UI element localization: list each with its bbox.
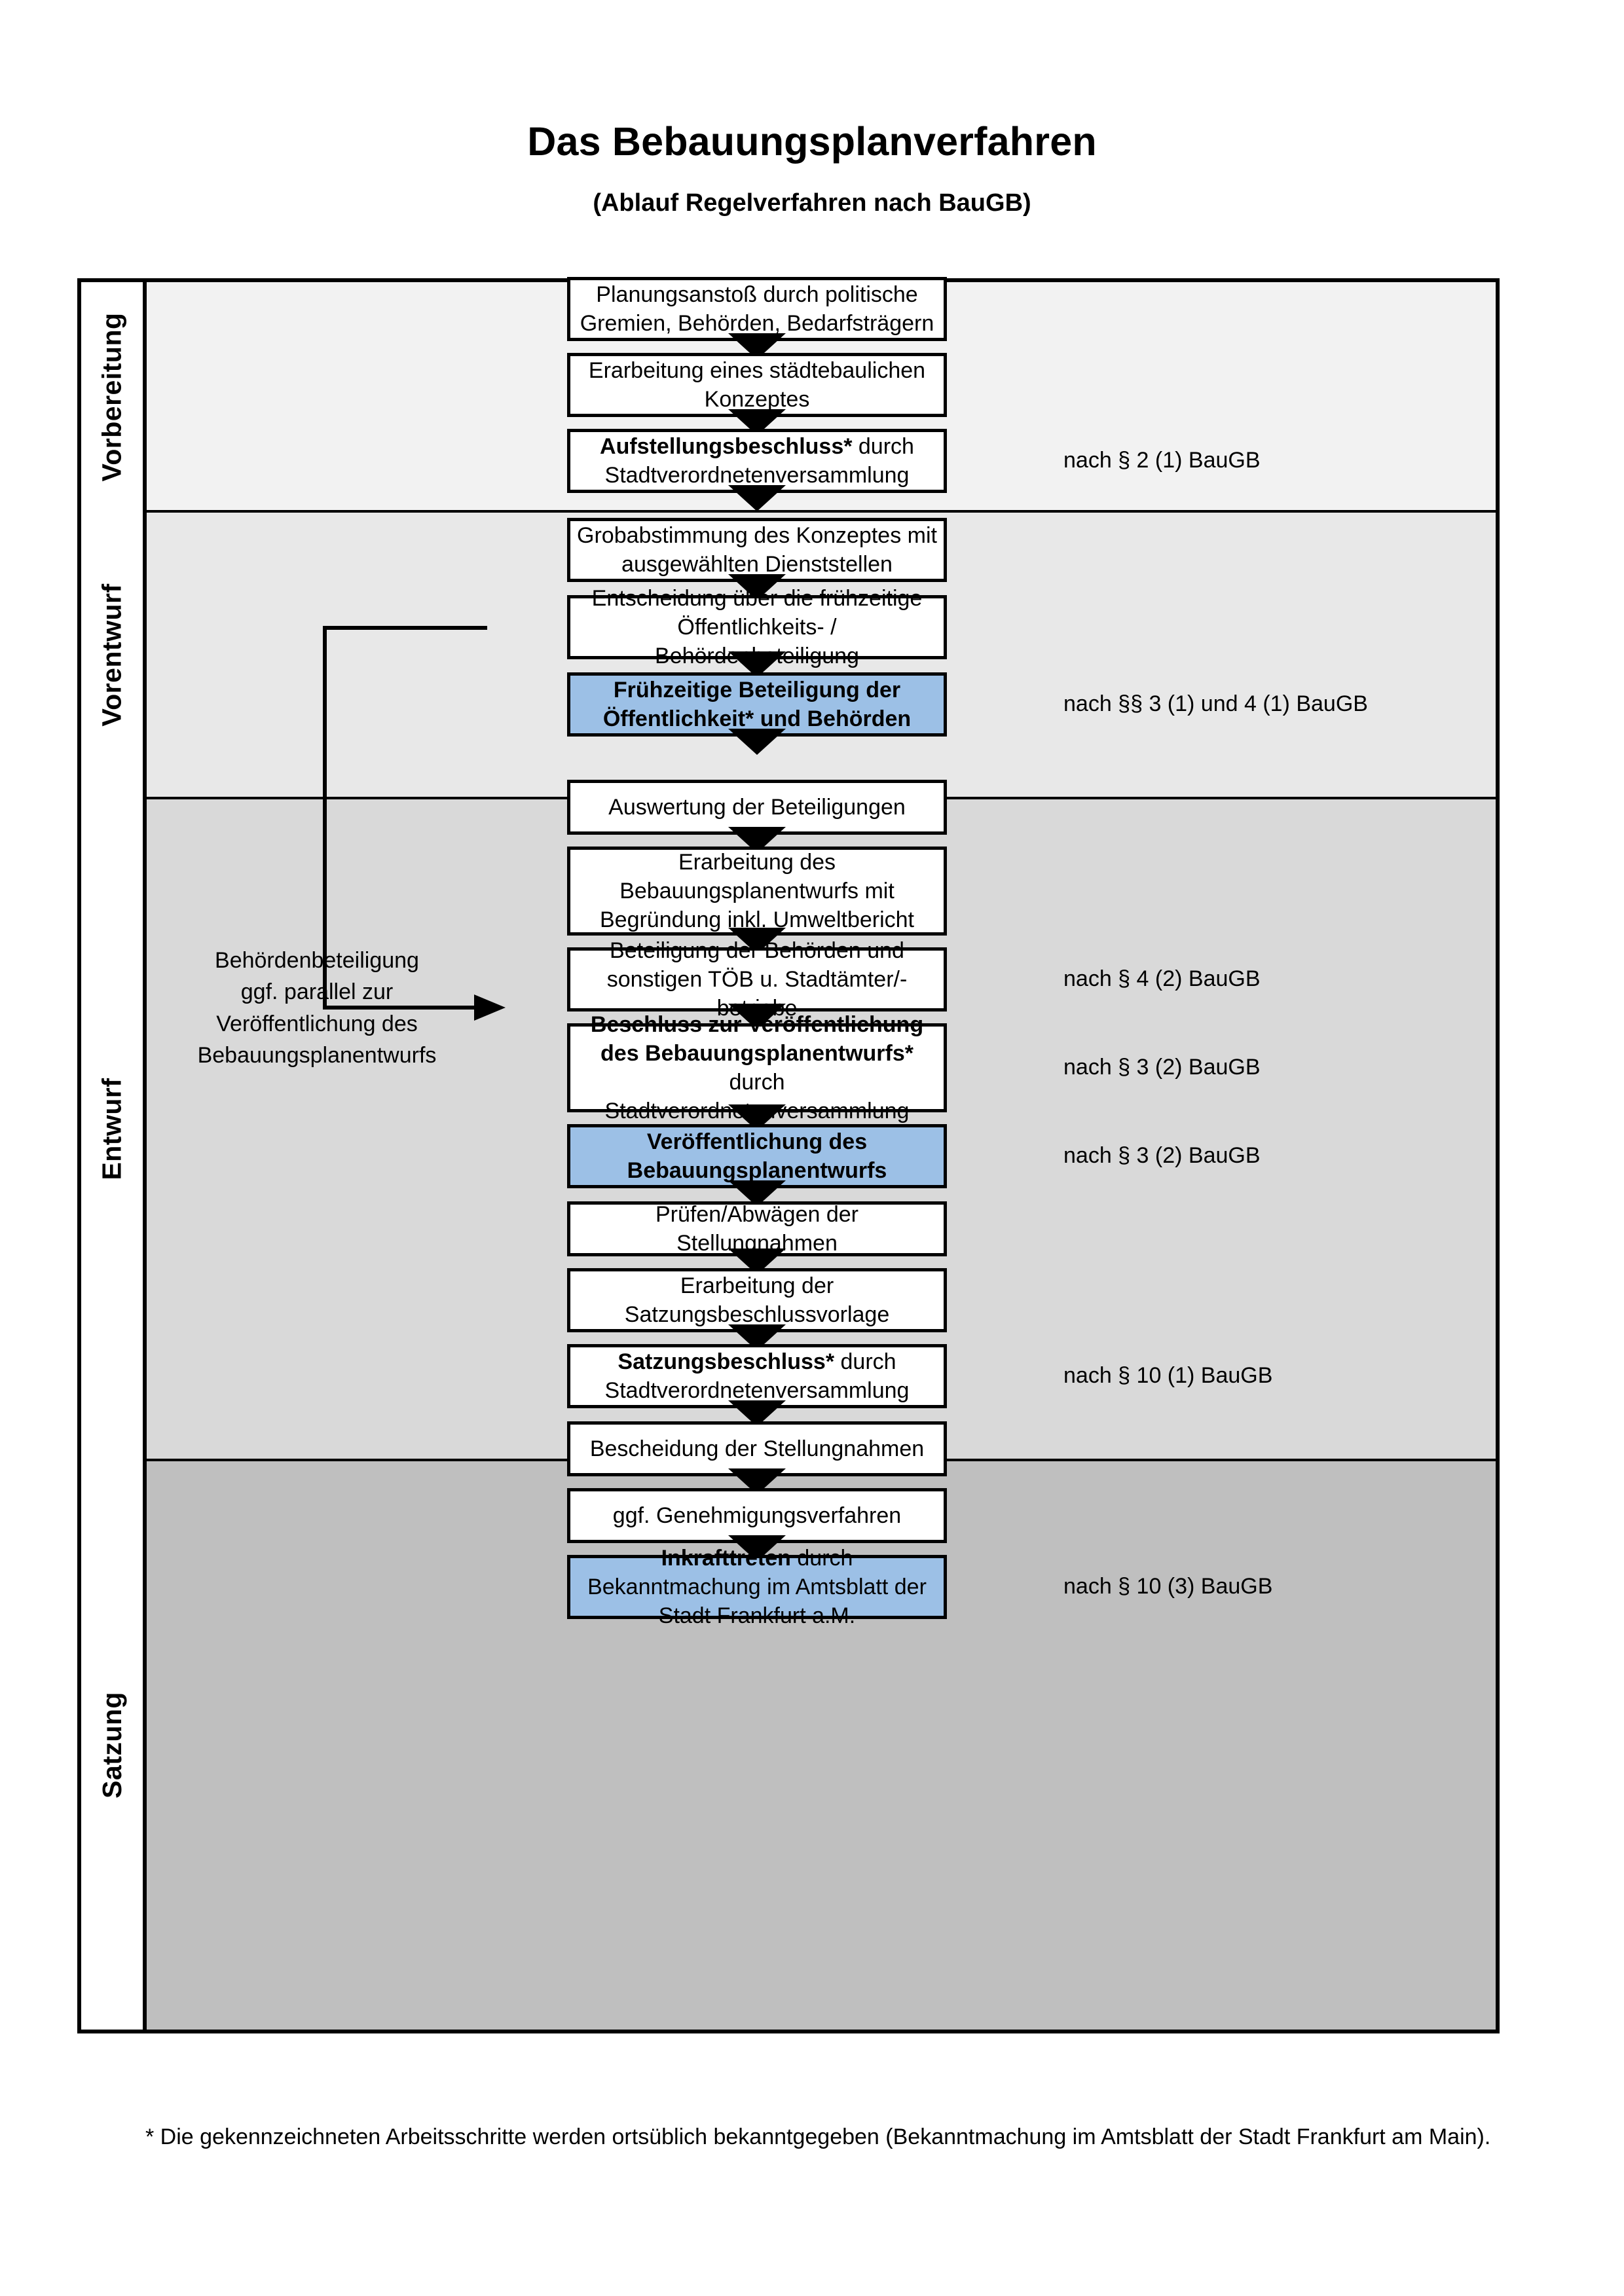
diagram-header: Das Bebauungsplanverfahren (Ablauf Regel…	[0, 0, 1624, 217]
process-step-label: Auswertung der Beteiligungen	[608, 794, 906, 820]
side-note: Behördenbeteiligung ggf. parallel zur Ve…	[197, 948, 437, 1068]
process-step-satzungsbeschluss: Satzungsbeschluss* durch Stadtverordnete…	[567, 1344, 947, 1408]
page-title: Das Bebauungsplanverfahren	[527, 119, 1097, 164]
legal-reference-aufstellungsbeschluss: nach § 2 (1) BauGB	[1063, 448, 1261, 473]
process-step-auswertung: Auswertung der Beteiligungen	[567, 780, 947, 835]
process-step-label: Aufstellungsbeschluss* durch Stadtverord…	[600, 433, 914, 488]
process-step-beschluss-veroeffentlichung: Beschluss zur Veröffentlichung des Bebau…	[567, 1012, 947, 1123]
process-step-aufstellungsbeschluss: Aufstellungsbeschluss* durch Stadtverord…	[567, 429, 947, 493]
phase-band-divider	[81, 510, 1496, 513]
legal-reference-satzungsbeschluss: nach § 10 (1) BauGB	[1063, 1363, 1273, 1388]
process-step-label: Inkrafttreten durch Bekanntmachung im Am…	[587, 1545, 927, 1629]
flow-arrow	[728, 485, 786, 511]
phase-label-text: Vorbereitung	[96, 312, 127, 482]
process-step-label: Bescheidung der Stellungnahmen	[589, 1436, 925, 1461]
phase-label-vorbereitung: Vorbereitung	[81, 282, 143, 511]
legal-reference-veroeffentlichung: nach § 3 (2) BauGB	[1063, 1143, 1261, 1168]
legal-reference-fruehzeitige-beteiligung: nach §§ 3 (1) und 4 (1) BauGB	[1063, 691, 1368, 716]
legal-reference-beteiligung-behoerden: nach § 4 (2) BauGB	[1063, 966, 1261, 991]
flow-arrow	[728, 729, 786, 755]
legal-reference-beschluss-veroeffentlichung: nach § 3 (2) BauGB	[1063, 1055, 1261, 1080]
process-step-genehmigungsverfahren: ggf. Genehmigungsverfahren	[567, 1488, 947, 1543]
phase-label-text: Satzung	[96, 1691, 127, 1798]
phase-label-satzung: Satzung	[81, 1460, 143, 2030]
phase-label-entwurf: Entwurf	[81, 798, 143, 1460]
process-step-label: ggf. Genehmigungsverfahren	[612, 1503, 902, 1528]
phase-label-vorentwurf: Vorentwurf	[81, 511, 143, 798]
phase-label-text: Entwurf	[96, 1078, 127, 1180]
phase-label-text: Vorentwurf	[96, 583, 127, 727]
process-step-inkrafttreten: Inkrafttreten durch Bekanntmachung im Am…	[567, 1546, 947, 1628]
process-step-bescheidung: Bescheidung der Stellungnahmen	[567, 1421, 947, 1476]
page-subtitle: (Ablauf Regelverfahren nach BauGB)	[593, 189, 1031, 217]
phase-label-divider	[143, 282, 147, 2030]
footnote: * Die gekennzeichneten Arbeitsschritte w…	[145, 2124, 1491, 2149]
legal-reference-inkrafttreten: nach § 10 (3) BauGB	[1063, 1574, 1273, 1599]
process-step-label: Satzungsbeschluss* durch Stadtverordnete…	[604, 1349, 910, 1403]
